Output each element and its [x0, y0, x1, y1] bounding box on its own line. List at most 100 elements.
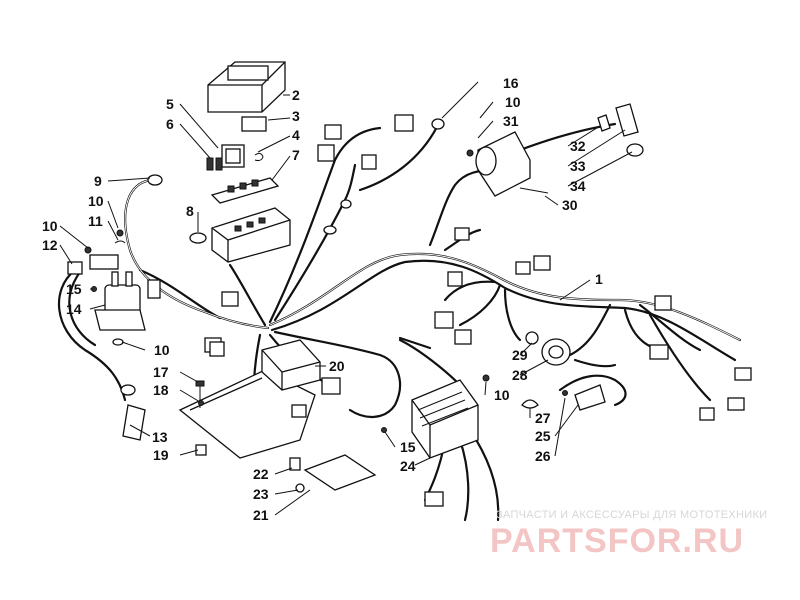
bolt-30 — [519, 187, 549, 194]
connector-c — [209, 341, 225, 357]
fuse-6b — [215, 157, 223, 171]
connector-a — [221, 291, 239, 307]
watermark-logo: PARTSFOR.RU — [490, 522, 744, 560]
callout-34: 34 — [570, 178, 586, 194]
terminal-22 — [289, 457, 301, 471]
callout-9: 9 — [94, 173, 102, 189]
callout-30: 30 — [562, 197, 578, 213]
nut-19 — [195, 444, 207, 456]
connector-g — [317, 144, 335, 162]
callout-7: 7 — [292, 147, 300, 163]
callout-10-b: 10 — [42, 218, 58, 234]
voltage-regulator — [411, 379, 479, 459]
callout-10-d: 10 — [505, 94, 521, 110]
callout-13: 13 — [152, 429, 168, 445]
connector-w — [454, 227, 470, 241]
callout-25: 25 — [535, 428, 551, 444]
connector-n — [447, 271, 463, 287]
callout-23: 23 — [253, 486, 269, 502]
parts — [67, 61, 752, 507]
washer-10 — [112, 338, 124, 346]
boot-32 — [597, 114, 611, 132]
connector-i — [394, 114, 414, 132]
connector-block — [89, 254, 119, 270]
nut — [116, 229, 124, 237]
ring-terminal-9 — [147, 174, 163, 186]
callout-26: 26 — [535, 448, 551, 464]
fuse-strip — [210, 177, 280, 204]
callout-5: 5 — [166, 96, 174, 112]
callout-labels: 2 3 4 5 6 7 8 9 10 10 10 10 10 11 12 13 … — [42, 75, 603, 523]
relay — [221, 144, 245, 168]
connector-f — [147, 279, 161, 299]
fuse-box — [211, 207, 291, 263]
callout-11: 11 — [88, 213, 103, 229]
starter-solenoid — [94, 271, 146, 331]
callout-27: 27 — [535, 410, 551, 426]
connector-s — [649, 344, 669, 360]
bolt-12 — [84, 246, 92, 254]
foam-pad — [303, 454, 377, 491]
washer — [114, 240, 126, 244]
callout-32: 32 — [570, 138, 586, 154]
callout-1: 1 — [595, 271, 603, 287]
callout-24: 24 — [400, 458, 416, 474]
callout-18: 18 — [153, 382, 169, 398]
watermark-tagline: ЗАПЧАСТИ И АКСЕССУАРЫ ДЛЯ МОТОТЕХНИКИ — [496, 509, 767, 521]
connector-u — [727, 397, 745, 411]
callout-14: 14 — [66, 301, 82, 317]
cap-23 — [295, 483, 305, 493]
connector-q — [533, 255, 551, 271]
connector-m — [434, 311, 454, 329]
ring-terminal-16 — [431, 118, 445, 130]
screw-15-regulator — [381, 427, 387, 433]
fuse-6 — [206, 157, 214, 171]
bolt-17-head — [195, 380, 205, 387]
callout-31: 31 — [503, 113, 519, 129]
relay-cover — [241, 116, 267, 132]
callout-20: 20 — [329, 358, 345, 374]
callout-15-b: 15 — [400, 439, 416, 455]
callout-2: 2 — [292, 87, 300, 103]
seal-29 — [525, 331, 539, 345]
connector-12 — [67, 261, 83, 275]
bolt-10-starter — [466, 149, 474, 157]
callout-19: 19 — [153, 447, 169, 463]
connector-e — [291, 404, 307, 418]
callout-15-a: 15 — [66, 281, 82, 297]
ring-terminal-k — [340, 199, 352, 209]
callout-4: 4 — [292, 127, 300, 143]
cdi-module — [261, 339, 321, 391]
cable-boot — [120, 384, 146, 441]
callout-10-e: 10 — [494, 387, 510, 403]
clip-4 — [254, 152, 264, 162]
fuse-box-cover — [207, 61, 286, 113]
watermark: ЗАПЧАСТИ И АКСЕССУАРЫ ДЛЯ МОТОТЕХНИКИ PA… — [490, 509, 767, 560]
clip-27 — [521, 399, 539, 409]
callout-22: 22 — [253, 466, 269, 482]
connector-x — [424, 491, 444, 507]
connector-j — [361, 154, 377, 170]
leader-lines — [59, 81, 633, 516]
connector-d — [321, 377, 341, 395]
callout-10-a: 10 — [88, 193, 104, 209]
callout-28: 28 — [512, 367, 528, 383]
callout-6: 6 — [166, 116, 174, 132]
callout-16: 16 — [503, 75, 519, 91]
callout-17: 17 — [153, 364, 169, 380]
callout-33: 33 — [570, 158, 586, 174]
connector-o — [454, 329, 472, 345]
connector-t — [734, 367, 752, 381]
callout-29: 29 — [512, 347, 528, 363]
grommet — [189, 232, 207, 244]
boot-33 — [615, 103, 639, 137]
ring-terminal-l — [323, 225, 337, 235]
screw-26 — [562, 390, 568, 396]
sensor-25 — [574, 384, 606, 411]
cap-34 — [626, 143, 644, 157]
starter-motor — [475, 131, 531, 197]
sensor-28 — [541, 338, 571, 366]
callout-3: 3 — [292, 108, 300, 124]
